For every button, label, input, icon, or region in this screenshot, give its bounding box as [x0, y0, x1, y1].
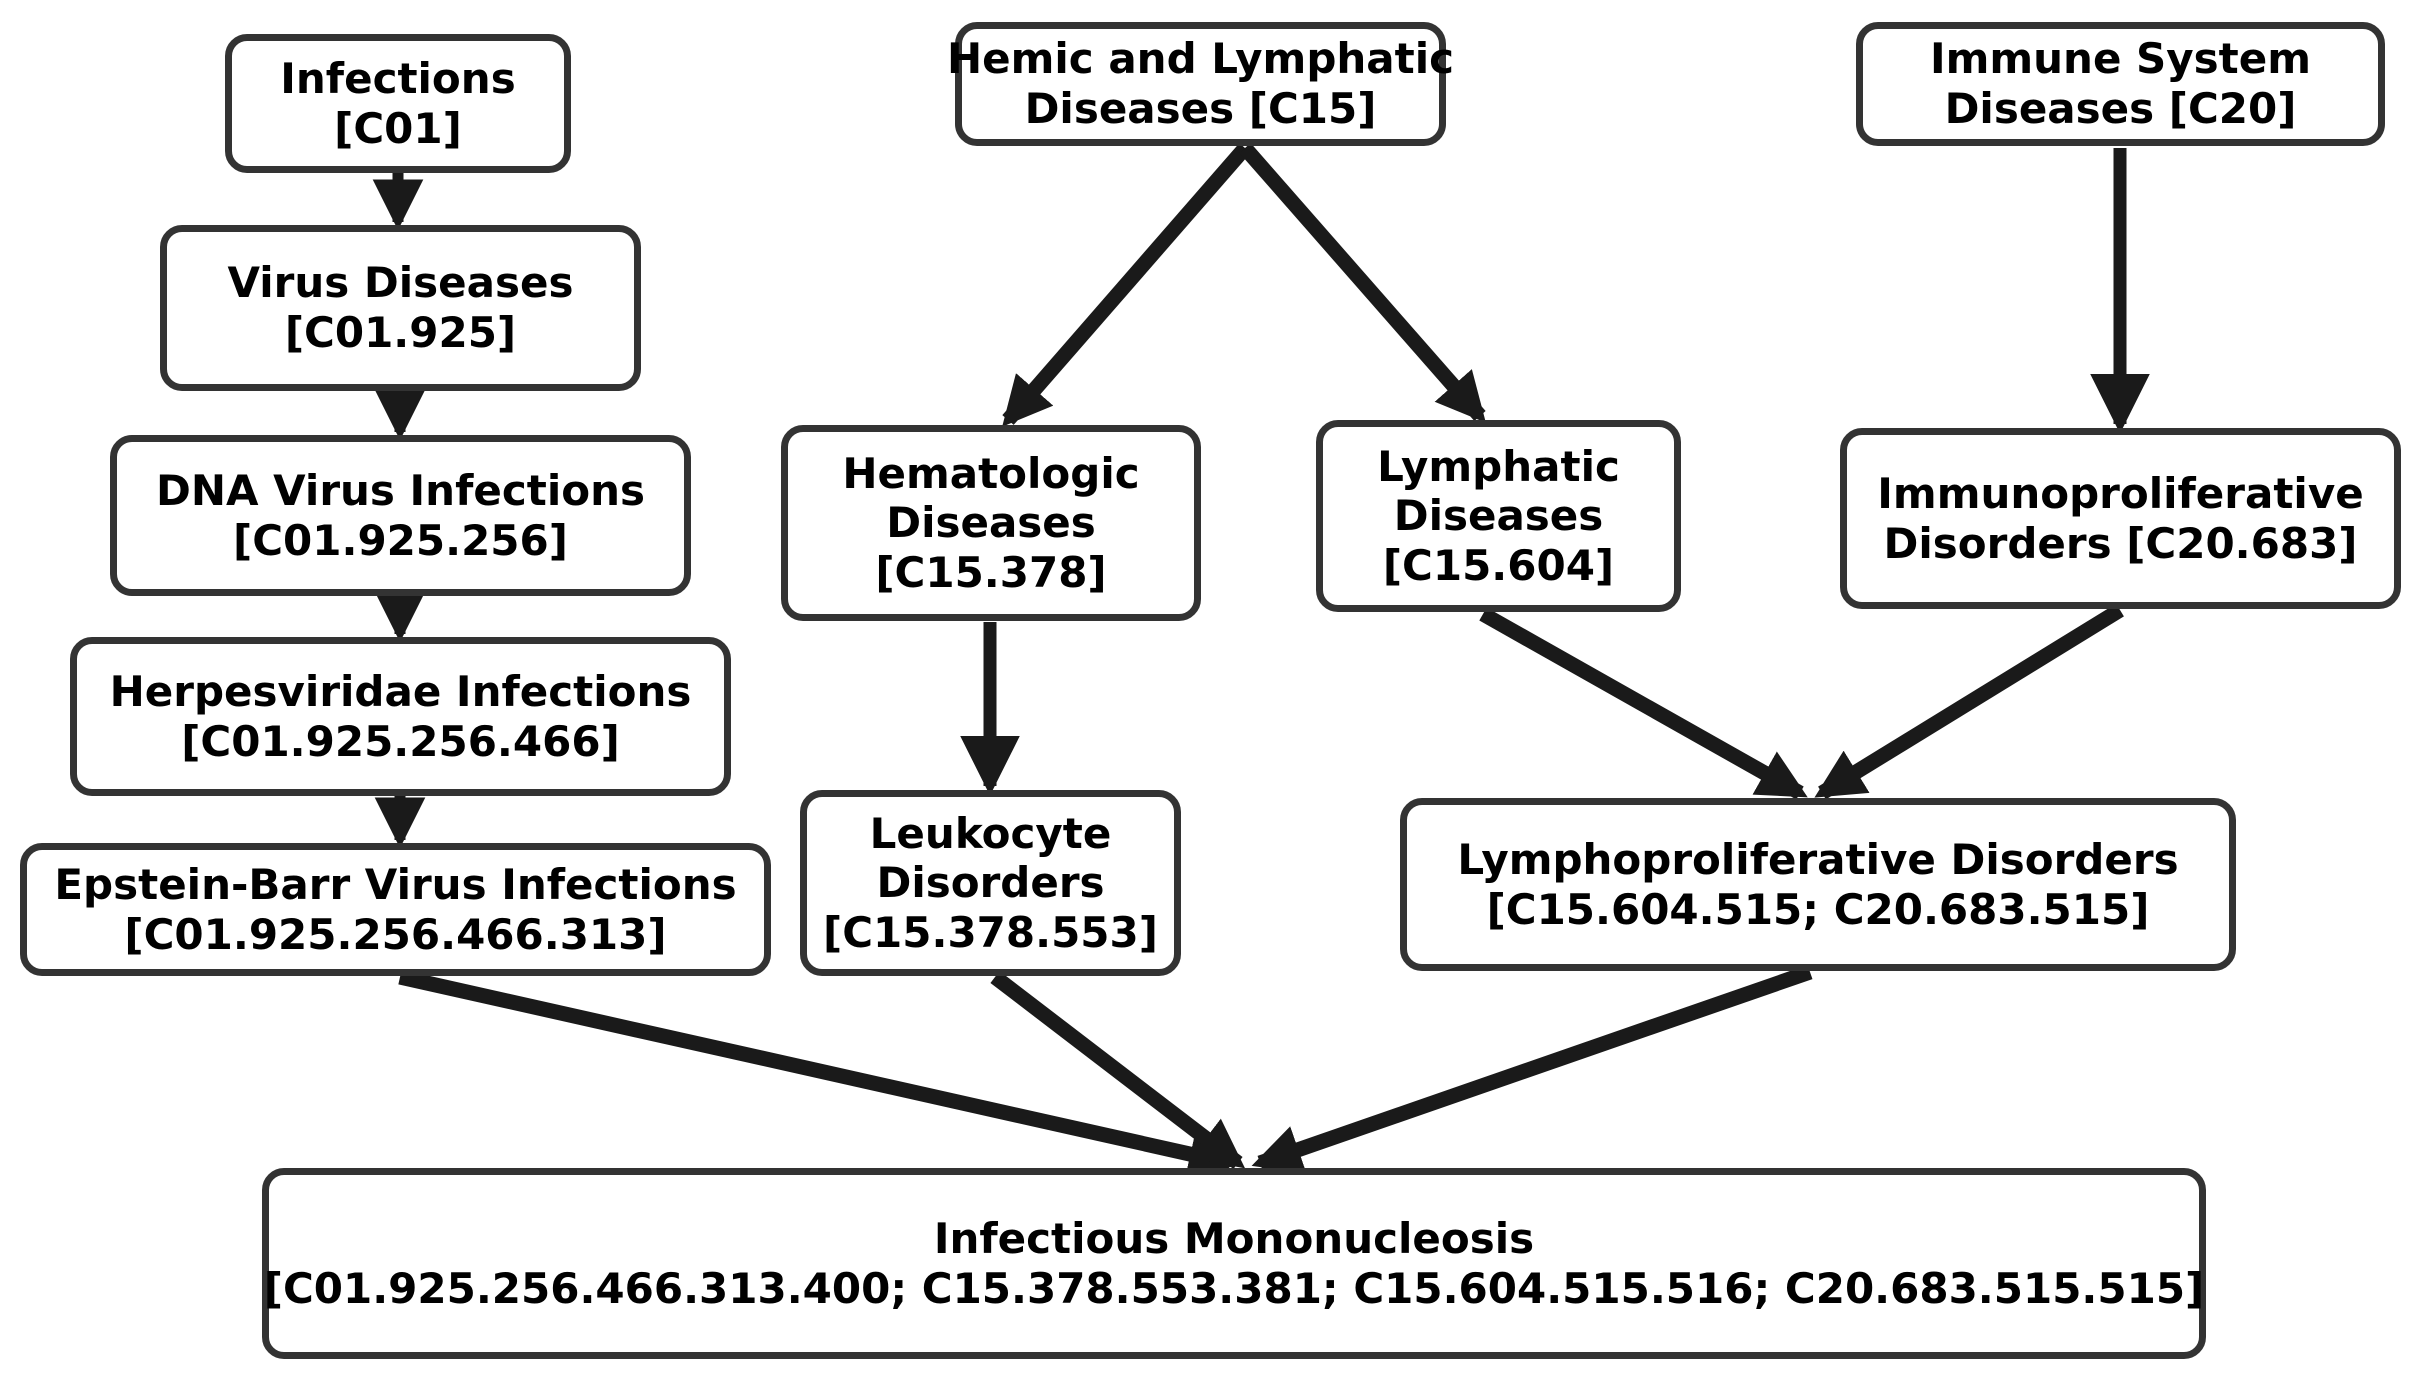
node-lymphatic-diseases-line1: Lymphatic	[1377, 441, 1620, 491]
node-immunoproliferative-disorders[interactable]: Immunoproliferative Disorders [C20.683]	[1840, 428, 2401, 609]
node-virus-diseases-line2: [C01.925]	[284, 308, 517, 357]
node-infectious-mononucleosis-line2: [C01.925.256.466.313.400; C15.378.553.38…	[263, 1263, 2205, 1313]
node-immunoproliferative-disorders-line1: Immunoproliferative	[1877, 468, 2364, 518]
node-lymphatic-diseases-line2: Diseases	[1393, 491, 1604, 541]
node-dna-virus-infections[interactable]: DNA Virus Infections [C01.925.256]	[110, 435, 691, 596]
node-dna-virus-infections-line2: [C01.925.256]	[233, 515, 568, 565]
node-hemic-and-lymphatic-diseases-line2: Diseases [C15]	[1024, 84, 1377, 133]
node-hemic-and-lymphatic-diseases[interactable]: Hemic and Lymphatic Diseases [C15]	[947, 22, 1454, 146]
node-hematologic-diseases-line1: Hematologic	[842, 448, 1140, 498]
node-herpesviridae-infections-line1: Herpesviridae Infections	[109, 666, 692, 716]
node-epstein-barr-virus-infections[interactable]: Epstein-Barr Virus Infections [C01.925.2…	[20, 843, 771, 976]
node-immune-system-diseases-line1: Immune System	[1929, 34, 2311, 84]
node-lymphatic-diseases[interactable]: Lymphatic Diseases [C15.604]	[1316, 420, 1681, 612]
node-immune-system-diseases-line2: Diseases [C20]	[1944, 84, 2297, 133]
node-virus-diseases[interactable]: Virus Diseases [C01.925]	[160, 225, 641, 391]
node-infections-line1: Infections	[280, 53, 516, 103]
edge-hemic-to-lymphatic	[1239, 143, 1486, 423]
node-herpesviridae-infections-line2: [C01.925.256.466]	[181, 716, 620, 766]
node-epstein-barr-virus-infections-line2: [C01.925.256.466.313]	[124, 909, 667, 959]
node-leukocyte-disorders-line2: Disorders	[876, 858, 1105, 908]
node-immune-system-diseases[interactable]: Immune System Diseases [C20]	[1856, 22, 2385, 146]
node-hematologic-diseases[interactable]: Hematologic Diseases [C15.378]	[781, 425, 1201, 621]
node-leukocyte-disorders[interactable]: Leukocyte Disorders [C15.378.553]	[800, 790, 1181, 976]
node-herpesviridae-infections[interactable]: Herpesviridae Infections [C01.925.256.46…	[70, 637, 731, 796]
edge-leukocyte-to-mononucleosis	[990, 971, 1246, 1169]
edge-hemic-to-hematologic	[1002, 143, 1251, 427]
node-hematologic-diseases-line3: [C15.378]	[875, 547, 1107, 597]
edge-lymphatic-to-lymphoproliferative	[1479, 607, 1808, 800]
node-hematologic-diseases-line2: Diseases	[886, 498, 1096, 548]
node-lymphoproliferative-disorders[interactable]: Lymphoproliferative Disorders [C15.604.5…	[1400, 798, 2236, 971]
node-lymphatic-diseases-line3: [C15.604]	[1382, 540, 1615, 590]
node-epstein-barr-virus-infections-line1: Epstein-Barr Virus Infections	[54, 859, 737, 909]
node-infections[interactable]: Infections [C01]	[225, 34, 571, 173]
node-leukocyte-disorders-line1: Leukocyte	[869, 808, 1112, 858]
node-infectious-mononucleosis-line1: Infectious Mononucleosis	[933, 1213, 1535, 1263]
node-virus-diseases-line1: Virus Diseases	[227, 258, 574, 308]
node-dna-virus-infections-line1: DNA Virus Infections	[156, 465, 645, 515]
edge-lymphoproliferative-to-mononucleosis	[1251, 964, 1813, 1174]
node-infections-line2: [C01]	[334, 103, 462, 153]
edge-immunoproliferative-to-lymphoproliferative	[1814, 603, 2124, 800]
node-hemic-and-lymphatic-diseases-line1: Hemic and Lymphatic	[947, 34, 1454, 84]
node-leukocyte-disorders-line3: [C15.378.553]	[823, 907, 1158, 957]
node-infectious-mononucleosis[interactable]: Infectious Mononucleosis [C01.925.256.46…	[262, 1168, 2206, 1359]
edge-ebv-to-mononucleosis	[398, 969, 1239, 1179]
node-lymphoproliferative-disorders-line1: Lymphoproliferative Disorders	[1457, 834, 2179, 884]
node-lymphoproliferative-disorders-line2: [C15.604.515; C20.683.515]	[1486, 884, 2150, 934]
node-immunoproliferative-disorders-line2: Disorders [C20.683]	[1883, 518, 2358, 568]
